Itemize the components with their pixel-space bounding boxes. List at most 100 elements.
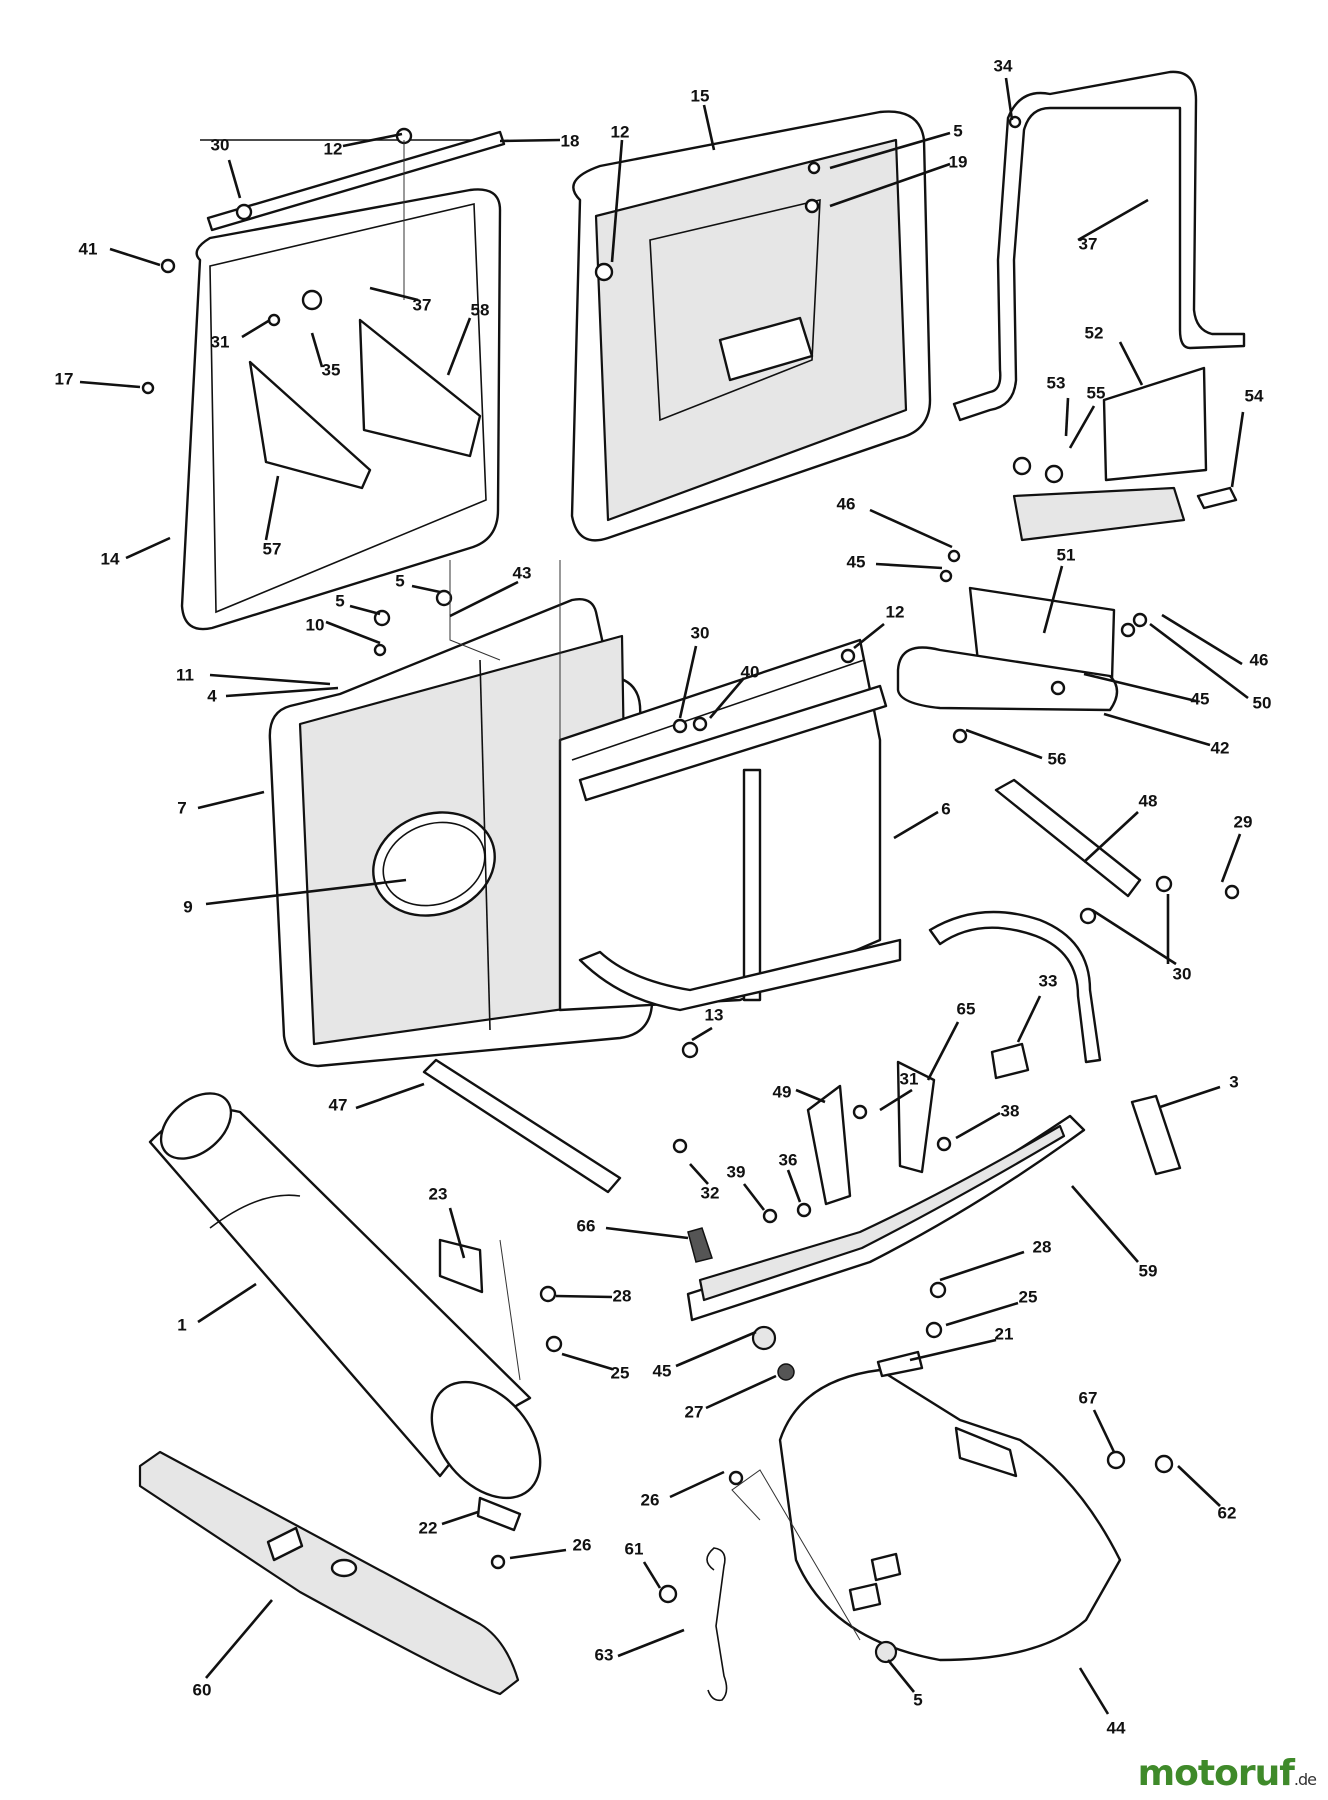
callout-19: 19 (949, 152, 968, 171)
callout-30: 30 (691, 623, 710, 642)
part-1-chute-tube (148, 1092, 542, 1500)
callout-29: 29 (1234, 812, 1253, 831)
callout-6: 6 (941, 799, 950, 818)
leader-line (742, 1183, 766, 1211)
callout-10: 10 (306, 615, 325, 634)
watermark-logo: motoruf.de (1137, 1753, 1317, 1794)
callout-51: 51 (1057, 545, 1076, 564)
part-65-bracket (896, 1060, 936, 1174)
callout-38: 38 (1001, 1101, 1020, 1120)
leader-line (853, 622, 885, 650)
callout-14: 14 (101, 549, 120, 568)
leader-line (1083, 672, 1197, 703)
callout-54: 54 (1245, 386, 1264, 405)
callout-46: 46 (837, 494, 856, 513)
callout-55: 55 (1087, 383, 1106, 402)
callout-12: 12 (886, 602, 905, 621)
callout-27: 27 (685, 1402, 704, 1421)
leader-line (939, 1250, 1025, 1282)
leader-line (675, 1330, 757, 1368)
leader-line (1230, 411, 1245, 488)
leader-line (678, 645, 698, 719)
leader-line (369, 286, 419, 302)
callout-35: 35 (322, 360, 341, 379)
part-7-bag-body (268, 598, 654, 1068)
part-60-blade (138, 1450, 520, 1696)
leader-line (669, 1470, 725, 1499)
callout-9: 9 (183, 897, 192, 916)
leader-line (197, 1282, 257, 1324)
leader-line (1177, 1465, 1221, 1507)
part-33-clip (990, 1042, 1030, 1080)
watermark-main: motoruf (1137, 1753, 1295, 1794)
callout-33: 33 (1039, 971, 1058, 990)
callout-61: 61 (625, 1539, 644, 1558)
leader-line (886, 1659, 916, 1693)
callout-47: 47 (329, 1095, 348, 1114)
leader-line (441, 1510, 479, 1526)
callout-28: 28 (613, 1286, 632, 1305)
callout-26: 26 (641, 1490, 660, 1509)
part-49-bracket (806, 1084, 852, 1206)
callout-1: 1 (177, 1315, 186, 1334)
watermark-tld: .de (1293, 1770, 1317, 1789)
leader-line (702, 104, 716, 151)
leader-line (795, 1088, 826, 1104)
leader-line (617, 1628, 685, 1658)
part-3-grip-handle (928, 910, 1182, 1176)
callout-36: 36 (779, 1150, 798, 1169)
leader-line (1149, 622, 1249, 700)
part-47-strap (422, 1058, 622, 1194)
callout-22: 22 (419, 1518, 438, 1537)
callout-30: 30 (1173, 964, 1192, 983)
callout-3: 3 (1229, 1072, 1238, 1091)
leader-line (227, 159, 242, 199)
leader-line (205, 1599, 273, 1679)
callout-32: 32 (701, 1183, 720, 1202)
part-15-bag-lid (570, 110, 932, 542)
callout-12: 12 (611, 122, 630, 141)
callout-41: 41 (79, 239, 98, 258)
leader-line (829, 131, 951, 170)
callout-13: 13 (705, 1005, 724, 1024)
callout-25: 25 (1019, 1287, 1038, 1306)
callout-66: 66 (577, 1216, 596, 1235)
leader-line (125, 536, 171, 560)
part-34-handle (952, 70, 1246, 422)
leader-line (829, 162, 951, 208)
callout-53: 53 (1047, 373, 1066, 392)
callout-40: 40 (741, 662, 760, 681)
part-59-rail (686, 1114, 1086, 1322)
leader-line (197, 790, 265, 810)
leader-line (610, 139, 624, 263)
leader-line (605, 1226, 689, 1240)
leader-line (264, 475, 280, 541)
leader-line (509, 1548, 567, 1560)
leader-line (1161, 613, 1243, 666)
leader-line (1078, 1667, 1110, 1715)
leader-line (879, 1088, 913, 1112)
leader-line (209, 673, 331, 686)
callout-18: 18 (561, 131, 580, 150)
leader-line (893, 810, 939, 840)
callout-59: 59 (1139, 1261, 1158, 1280)
callout-45: 45 (847, 552, 866, 571)
part-63-pin (706, 1547, 728, 1702)
fasteners (141, 115, 1240, 1664)
callout-37: 37 (1079, 234, 1098, 253)
leader-line (1220, 833, 1242, 883)
part-48-strap (994, 778, 1142, 898)
callout-44: 44 (1107, 1718, 1126, 1737)
callout-58: 58 (471, 300, 490, 319)
leader-line (1159, 1085, 1221, 1109)
leader-line (945, 1301, 1019, 1327)
callout-52: 52 (1085, 323, 1104, 342)
callout-5: 5 (335, 591, 344, 610)
callout-25: 25 (611, 1363, 630, 1382)
leader-line (561, 1352, 613, 1371)
callout-21: 21 (995, 1324, 1014, 1343)
leader-line (555, 1294, 613, 1299)
callout-17: 17 (55, 369, 74, 388)
leader-line (446, 317, 472, 376)
